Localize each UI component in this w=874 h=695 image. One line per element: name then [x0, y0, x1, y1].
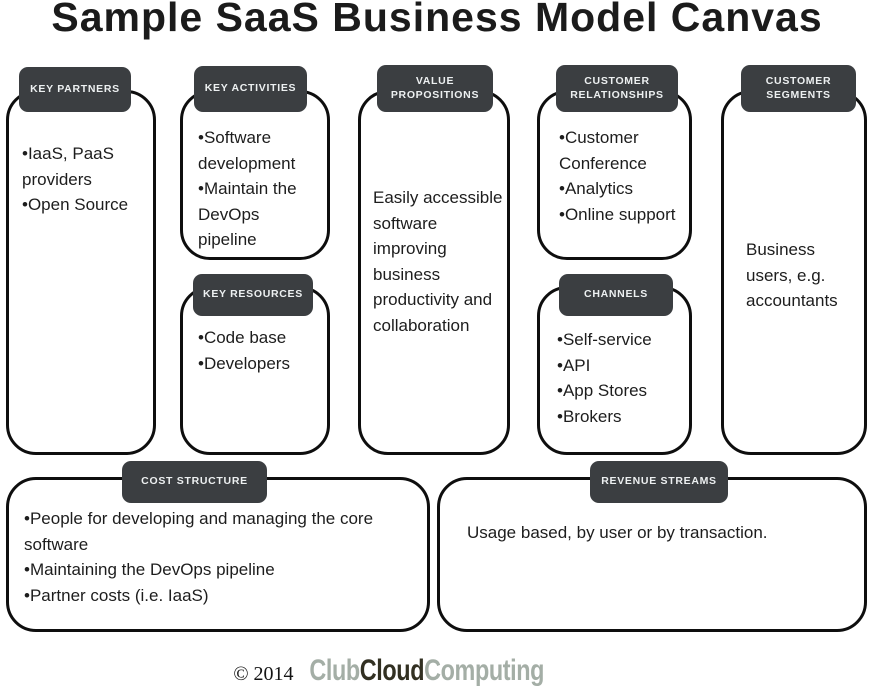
list-item: IaaS, PaaS providers [22, 141, 145, 192]
list-item: Developers [198, 351, 321, 377]
block-key-partners: IaaS, PaaS providers Open Source [6, 90, 156, 455]
tab-cost-structure: COST STRUCTURE [122, 461, 267, 503]
tab-label: KEY ACTIVITIES [204, 82, 297, 95]
key-activities-content: Software development Maintain the DevOps… [183, 93, 327, 257]
key-partners-content: IaaS, PaaS providers Open Source [9, 93, 153, 452]
channels-content: Self-service API App Stores Brokers [540, 289, 689, 452]
tab-value-propositions: VALUE PROPOSITIONS [377, 65, 493, 112]
tab-key-activities: KEY ACTIVITIES [194, 66, 307, 112]
list-item: Software development [198, 125, 321, 176]
list-item: Self-service [557, 327, 685, 353]
block-value-propositions: Easily accessible software improving bus… [358, 90, 510, 455]
list-item: Maintaining the DevOps pipeline [24, 557, 417, 583]
list-item: Customer Conference [559, 125, 685, 176]
tab-key-partners: KEY PARTNERS [19, 67, 131, 112]
list-item: App Stores [557, 378, 685, 404]
tab-revenue-streams: REVENUE STREAMS [590, 461, 728, 503]
copyright-text: © 2014 [233, 663, 294, 685]
tab-customer-relationships: CUSTOMER RELATIONSHIPS [556, 65, 678, 112]
list-item: Analytics [559, 176, 685, 202]
cost-structure-content: People for developing and managing the c… [9, 480, 427, 629]
tab-label: CHANNELS [584, 288, 648, 301]
tab-label: KEY RESOURCES [203, 288, 303, 301]
list-item: Maintain the DevOps pipeline [198, 176, 321, 253]
page-title: Sample SaaS Business Model Canvas [51, 0, 823, 40]
logo-part-computing: Computing [424, 654, 545, 687]
customer-segments-content: Business users, e.g. accountants [746, 240, 838, 310]
tab-customer-segments: CUSTOMER SEGMENTS [741, 65, 856, 112]
logo-part-cloud: Cloud [359, 654, 425, 687]
tab-label: CUSTOMER RELATIONSHIPS [570, 74, 664, 101]
tab-key-resources: KEY RESOURCES [193, 274, 313, 316]
key-resources-content: Code base Developers [183, 289, 327, 452]
customer-relationships-content: Customer Conference Analytics Online sup… [540, 93, 689, 257]
block-customer-relationships: Customer Conference Analytics Online sup… [537, 90, 692, 260]
list-item: Online support [559, 202, 685, 228]
logo-part-club: Club [309, 654, 361, 687]
tab-label: COST STRUCTURE [141, 475, 248, 488]
tab-label: VALUE PROPOSITIONS [390, 74, 480, 101]
list-item: People for developing and managing the c… [24, 506, 417, 557]
value-propositions-content: Easily accessible software improving bus… [373, 188, 503, 335]
list-item: Partner costs (i.e. IaaS) [24, 583, 417, 609]
block-customer-segments: Business users, e.g. accountants [721, 90, 867, 455]
revenue-streams-content: Usage based, by user or by transaction. [467, 523, 768, 542]
clubcloudcomputing-logo: ClubCloudComputing [310, 654, 545, 688]
list-item: Code base [198, 325, 321, 351]
tab-label: KEY PARTNERS [30, 82, 120, 95]
list-item: API [557, 353, 685, 379]
tab-label: REVENUE STREAMS [601, 475, 717, 488]
list-item: Brokers [557, 404, 685, 430]
block-key-activities: Software development Maintain the DevOps… [180, 90, 330, 260]
footer: © 2014 ClubCloudComputing [233, 654, 610, 688]
list-item: Open Source [22, 192, 145, 218]
tab-channels: CHANNELS [559, 274, 673, 316]
tab-label: CUSTOMER SEGMENTS [765, 74, 832, 101]
